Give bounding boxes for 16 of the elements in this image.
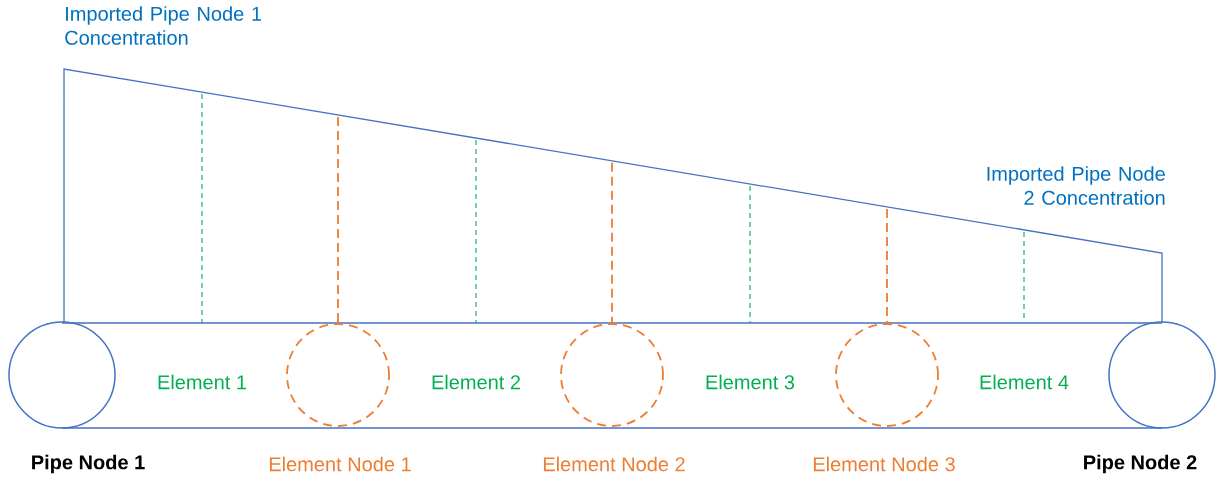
element-node-circle [835, 323, 939, 427]
node-label: Element Node 1 [269, 456, 411, 472]
node-label: Element Node 3 [813, 456, 955, 472]
element-node-circle [560, 323, 664, 427]
pipe-node-circle [8, 321, 116, 429]
element-node-circle [286, 323, 390, 427]
element-label: Element 3 [706, 374, 795, 390]
node-label: Element Node 2 [543, 456, 685, 472]
node-label: Pipe Node 1 [32, 454, 145, 474]
element-label: Element 1 [158, 374, 247, 390]
concentration-label: Imported Pipe Node 2 Concentration [987, 166, 1165, 205]
element-label: Element 2 [432, 374, 520, 390]
concentration-label: Imported Pipe Node 1 Concentration [65, 6, 262, 45]
pipe-node-circle [1108, 321, 1216, 429]
node-label: Pipe Node 2 [1084, 454, 1197, 474]
element-label: Element 4 [980, 374, 1069, 390]
